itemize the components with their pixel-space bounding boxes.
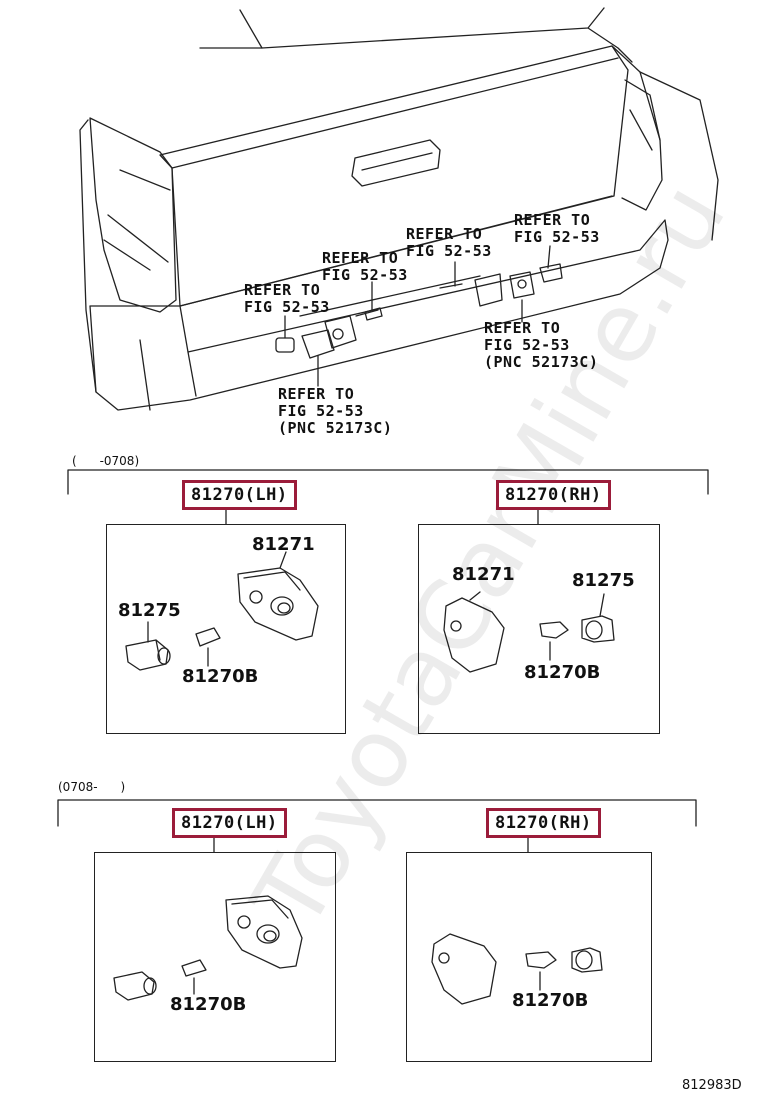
section2-bracket [57, 799, 697, 853]
refer-note-6: REFER TO FIG 52-53 (PNC 52173C) [278, 385, 393, 437]
section1-rh-socket-label[interactable]: 81275 [572, 570, 635, 591]
section1-rh-lens-label[interactable]: 81271 [452, 564, 515, 585]
section1-rh-parts [443, 591, 615, 673]
section1-lh-lens-label[interactable]: 81271 [252, 534, 315, 555]
section1-range: ( -0708) [72, 454, 140, 468]
section2-range: (0708- ) [58, 780, 126, 794]
section1-lh-callout[interactable]: 81270(LH) [182, 480, 297, 510]
section2-lh-panel [94, 852, 336, 1062]
section1-lh-socket-label[interactable]: 81275 [118, 600, 181, 621]
section1-lh-parts [125, 551, 319, 671]
refer-note-5: REFER TO FIG 52-53 (PNC 52173C) [484, 319, 599, 371]
refer-note-2: REFER TO FIG 52-53 [322, 249, 408, 284]
section2-lh-parts [113, 895, 303, 1001]
section2-rh-parts [431, 933, 603, 1005]
section2-rh-callout[interactable]: 81270(RH) [486, 808, 601, 838]
section2-lh-bulb-label[interactable]: 81270B [170, 994, 247, 1015]
section1-bracket [67, 469, 709, 525]
section1-lh-panel [106, 524, 346, 734]
section2-lh-callout[interactable]: 81270(LH) [172, 808, 287, 838]
section1-rh-callout[interactable]: 81270(RH) [496, 480, 611, 510]
section2-rh-bulb-label[interactable]: 81270B [512, 990, 589, 1011]
diagram-code: 812983D [682, 1078, 742, 1093]
section2-rh-panel [406, 852, 652, 1062]
refer-note-1: REFER TO FIG 52-53 [244, 281, 330, 316]
section1-lh-bulb-label[interactable]: 81270B [182, 666, 259, 687]
truck-rear-illustration [79, 7, 719, 411]
refer-note-3: REFER TO FIG 52-53 [406, 225, 492, 260]
section1-rh-panel [418, 524, 660, 734]
section1-rh-bulb-label[interactable]: 81270B [524, 662, 601, 683]
refer-note-4: REFER TO FIG 52-53 [514, 211, 600, 246]
